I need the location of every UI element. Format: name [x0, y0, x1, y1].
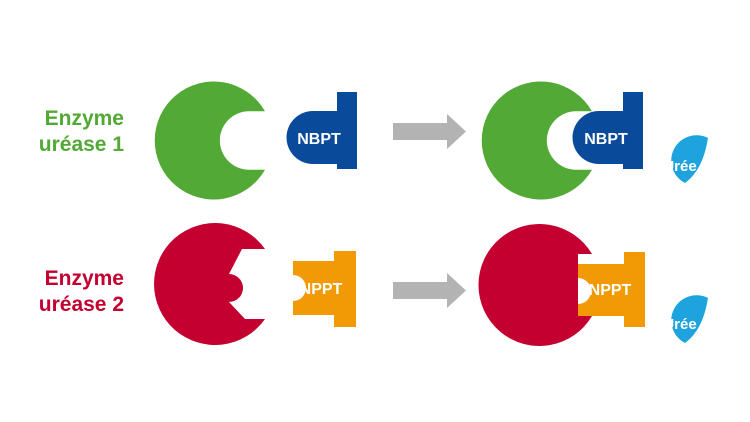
row1-label-line2: uréase 1 — [38, 133, 124, 156]
row2-arrow — [393, 273, 466, 308]
row1-arrow — [393, 114, 466, 149]
row1-enzyme-bound — [481, 81, 592, 200]
row2-inhibitor-bound: NPPT — [578, 252, 645, 327]
row2-enzyme-bound — [478, 223, 592, 346]
row2-enzyme-free — [154, 222, 265, 345]
row2-inhibitor-bound-shape — [578, 252, 645, 327]
row1-inhibitor-free-label: NBPT — [297, 131, 341, 148]
row2-uree: Urée — [663, 295, 708, 343]
row2-label: Enzyme uréase 2 — [20, 266, 124, 318]
row2-inhibitor-free-shape — [293, 251, 356, 327]
row1-label-line1: Enzyme — [44, 107, 124, 130]
row2-label-line2: uréase 2 — [38, 293, 124, 316]
row1-inhibitor-bound: NBPT — [572, 92, 643, 169]
row2-label-line1: Enzyme — [44, 267, 124, 290]
row1-inhibitor-bound-label: NBPT — [584, 131, 628, 148]
row1-inhibitor-free: NBPT — [286, 92, 357, 169]
row1-uree-label: Urée — [663, 158, 696, 175]
row1-inhibitor-free-shape — [286, 92, 357, 169]
row2-uree-label: Urée — [663, 316, 696, 333]
row1-uree: Urée — [663, 135, 708, 183]
row1-enzyme-free — [154, 81, 265, 200]
row1-inhibitor-bound-shape — [572, 92, 643, 169]
row1-uree-shape — [671, 135, 708, 183]
row1-label: Enzyme uréase 1 — [20, 106, 124, 158]
row2-uree-shape — [671, 295, 708, 343]
row2-inhibitor-bound-label: NPPT — [589, 282, 632, 299]
row2-inhibitor-free: NPPT — [293, 251, 356, 327]
row2-inhibitor-free-label: NPPT — [300, 281, 343, 298]
